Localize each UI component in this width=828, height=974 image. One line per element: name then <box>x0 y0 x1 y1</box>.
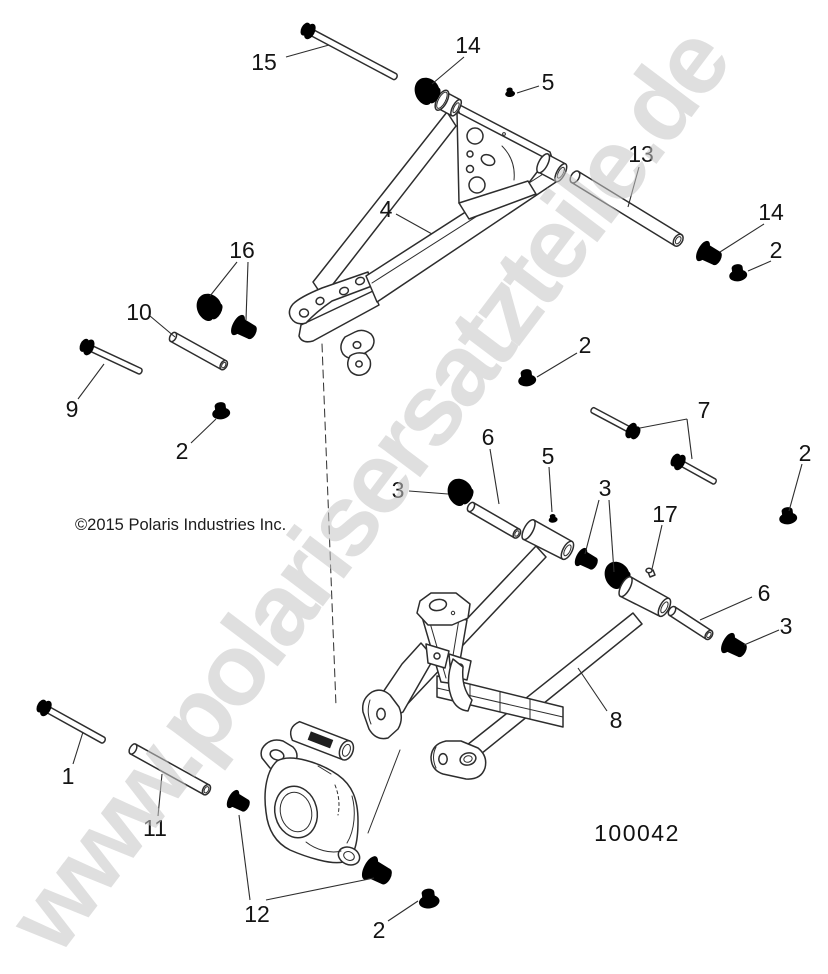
leader-line <box>699 596 753 621</box>
callout-3: 3 <box>392 477 405 503</box>
bolt-7b <box>667 450 717 485</box>
brand-mark <box>307 731 334 749</box>
callout-2: 2 <box>770 237 783 263</box>
callout-3: 3 <box>780 613 793 639</box>
upper-a-arm <box>288 89 568 376</box>
fitting-17 <box>645 567 656 578</box>
callout-2: 2 <box>176 438 189 464</box>
leader-line <box>245 261 249 321</box>
callout-2: 2 <box>373 917 386 943</box>
lower-control-arm <box>361 518 672 780</box>
leader-line <box>395 213 433 235</box>
parts-layer <box>33 19 798 910</box>
leader-line <box>577 667 608 712</box>
knuckle <box>260 720 361 866</box>
callout-6: 6 <box>758 580 771 606</box>
bolt-1 <box>33 696 107 744</box>
leader-line <box>747 260 772 272</box>
leader-line <box>408 490 449 495</box>
callout-5: 5 <box>542 69 555 95</box>
leader-line <box>627 166 640 208</box>
callout-4: 4 <box>380 196 393 222</box>
leader-line <box>431 56 465 85</box>
callout-14: 14 <box>758 199 784 225</box>
leader-line <box>285 44 330 58</box>
leader-line <box>608 499 615 573</box>
leader-line <box>548 466 553 513</box>
callout-12: 12 <box>244 901 270 927</box>
callout-13: 13 <box>628 141 654 167</box>
callout-2: 2 <box>579 332 592 358</box>
tube-13 <box>569 170 684 247</box>
callout-15: 15 <box>251 49 277 75</box>
callout-10: 10 <box>126 299 152 325</box>
callout-1: 1 <box>62 763 75 789</box>
callout-14: 14 <box>455 32 481 58</box>
leader-line <box>72 731 84 765</box>
callout-6: 6 <box>482 424 495 450</box>
callout-11: 11 <box>143 815 167 841</box>
leader-line <box>639 418 688 429</box>
leader-line <box>536 352 578 378</box>
leader-line <box>77 363 105 400</box>
leader-line <box>788 463 803 512</box>
bolt-9 <box>77 335 143 375</box>
copyright-text: ©2015 Polaris Industries Inc. <box>75 516 286 534</box>
callout-17: 17 <box>652 501 678 527</box>
bolt-15 <box>297 19 398 81</box>
callout-16: 16 <box>229 237 255 263</box>
tube-10 <box>168 331 229 371</box>
assembly-dashed-line <box>321 343 337 707</box>
callout-3: 3 <box>599 475 612 501</box>
knuckle-reference-line <box>367 749 401 834</box>
leader-line <box>584 499 600 555</box>
leader-line <box>719 223 765 253</box>
leader-line <box>149 315 176 338</box>
leader-line <box>190 418 217 444</box>
leader-line <box>489 448 500 505</box>
callout-5: 5 <box>542 443 555 469</box>
callout-9: 9 <box>66 396 79 422</box>
callout-2: 2 <box>799 440 812 466</box>
bolt-7a <box>590 406 644 443</box>
leader-line <box>651 524 663 570</box>
drawing-number: 100042 <box>594 820 680 846</box>
leader-line <box>209 261 238 297</box>
leader-line <box>686 418 693 460</box>
leader-line <box>387 900 419 922</box>
callout-7: 7 <box>698 397 711 423</box>
leader-line <box>157 773 163 817</box>
tube-6-left <box>466 501 522 539</box>
callout-8: 8 <box>610 707 623 733</box>
tube-6-right <box>667 605 714 641</box>
tube-11 <box>128 743 212 796</box>
leader-line <box>265 877 375 901</box>
leader-line <box>743 629 780 646</box>
leader-line <box>516 85 540 94</box>
leader-line <box>238 814 251 901</box>
